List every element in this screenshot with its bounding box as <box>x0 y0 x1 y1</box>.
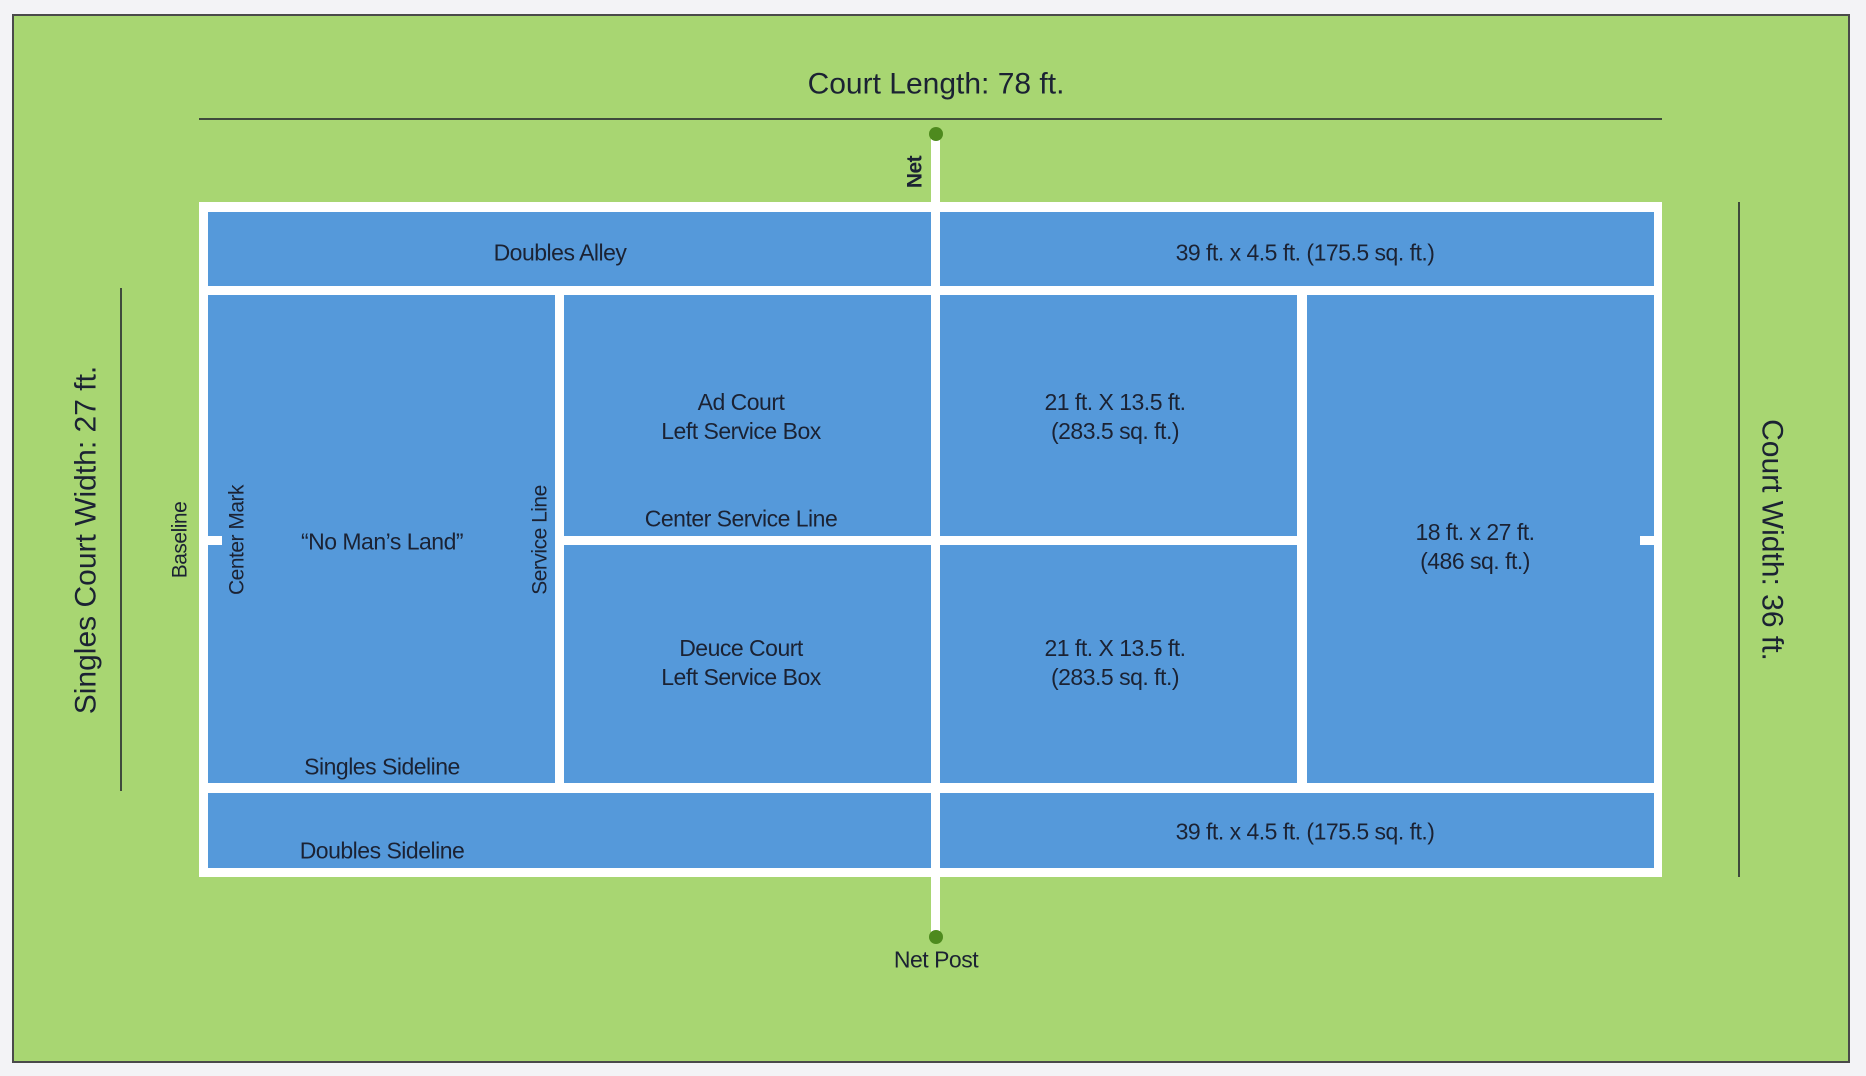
deuce-service-box <box>564 545 931 783</box>
backcourt-size: 18 ft. x 27 ft. (486 sq. ft.) <box>1415 518 1535 576</box>
backcourt-left <box>208 295 555 783</box>
ad-court-subtitle: Left Service Box <box>661 418 821 444</box>
doubles-sideline-label: Doubles Sideline <box>299 837 465 864</box>
deuce-court-title: Deuce Court <box>679 635 803 661</box>
ad-court-label: Ad Court Left Service Box <box>661 388 821 446</box>
court-width-dimension-line <box>1738 202 1740 877</box>
no-mans-land-label: “No Man’s Land” <box>300 528 464 555</box>
court-width-label: Court Width: 36 ft. <box>1755 419 1789 661</box>
backcourt-right <box>1307 295 1654 783</box>
center-mark-label: Center Mark <box>225 484 249 596</box>
service-box-top-size: 21 ft. X 13.5 ft. (283.5 sq. ft.) <box>1044 388 1186 446</box>
center-mark-left <box>208 536 222 545</box>
singles-sideline-label: Singles Sideline <box>304 753 460 780</box>
court-length-label: Court Length: 78 ft. <box>807 67 1065 101</box>
center-service-line-label: Center Service Line <box>644 505 838 532</box>
ad-service-box <box>564 295 931 536</box>
doubles-alley-bottom-left <box>208 793 931 868</box>
court-length-dimension-line <box>199 118 1662 120</box>
service-box-right-top <box>940 295 1297 536</box>
center-mark-right <box>1640 536 1654 545</box>
doubles-alley-bottom-right <box>940 793 1654 868</box>
deuce-court-label: Deuce Court Left Service Box <box>661 634 821 692</box>
net-post-bottom-icon <box>929 930 943 944</box>
baseline-label: Baseline <box>168 501 192 579</box>
net-post-top-icon <box>929 127 943 141</box>
alley-size-bottom-label: 39 ft. x 4.5 ft. (175.5 sq. ft.) <box>1175 818 1435 845</box>
net-post-label: Net Post <box>893 946 979 973</box>
service-line-label: Service Line <box>528 485 552 595</box>
service-box-bottom-size: 21 ft. X 13.5 ft. (283.5 sq. ft.) <box>1044 634 1186 692</box>
service-box-bottom-dimensions: 21 ft. X 13.5 ft. <box>1044 635 1186 661</box>
service-box-top-dimensions: 21 ft. X 13.5 ft. <box>1044 389 1186 415</box>
service-box-right-bottom <box>940 545 1297 783</box>
doubles-alley-top-right <box>940 212 1654 286</box>
singles-width-label: Singles Court Width: 27 ft. <box>69 365 103 715</box>
service-box-top-area: (283.5 sq. ft.) <box>1050 418 1180 444</box>
deuce-court-subtitle: Left Service Box <box>661 664 821 690</box>
net-line <box>931 134 940 937</box>
backcourt-dimensions: 18 ft. x 27 ft. <box>1415 519 1535 545</box>
backcourt-area: (486 sq. ft.) <box>1420 548 1530 574</box>
alley-size-top-label: 39 ft. x 4.5 ft. (175.5 sq. ft.) <box>1175 239 1435 266</box>
ad-court-title: Ad Court <box>697 389 785 415</box>
net-label: Net <box>903 155 927 189</box>
service-box-bottom-area: (283.5 sq. ft.) <box>1050 664 1180 690</box>
doubles-alley-label: Doubles Alley <box>493 239 627 266</box>
singles-width-dimension-line <box>120 288 122 791</box>
doubles-alley-top-left <box>208 212 931 286</box>
